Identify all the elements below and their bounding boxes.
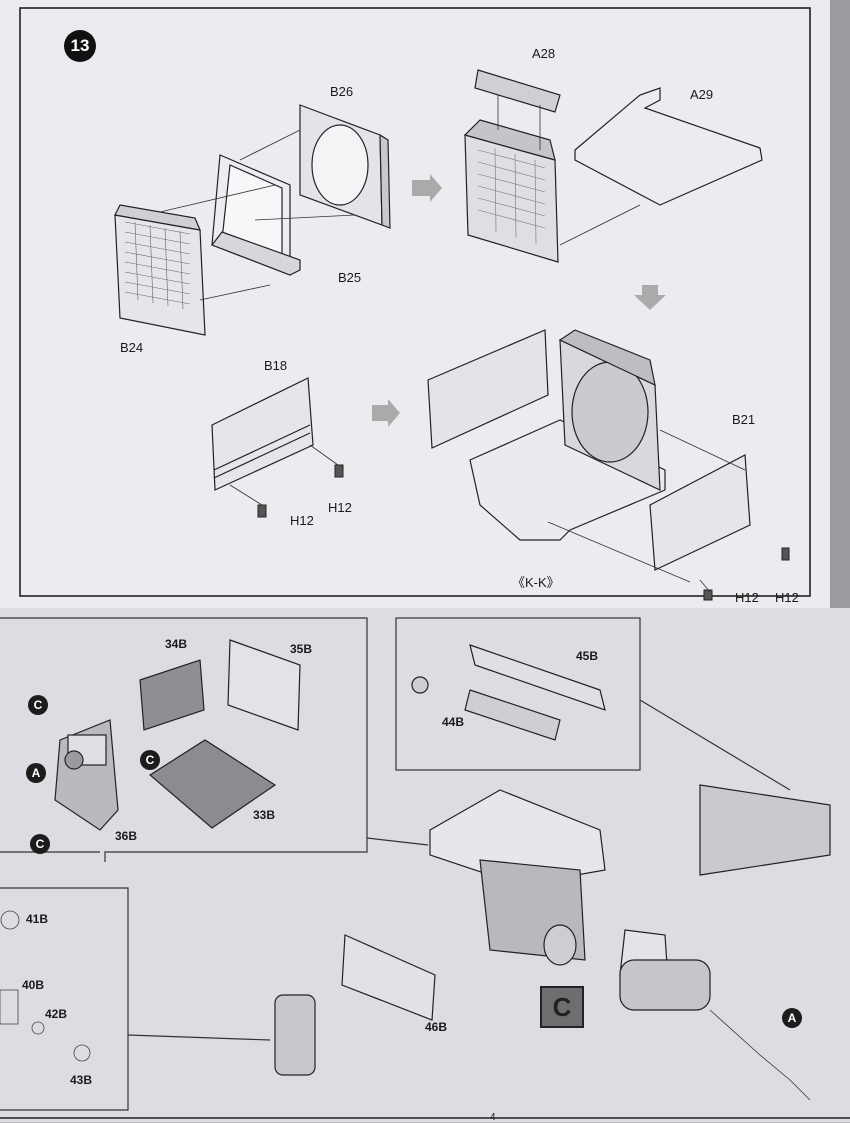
arrow-right-2 [372, 399, 400, 427]
ref-a-badge: A [782, 1008, 802, 1028]
part-b21 [649, 454, 751, 571]
label-b21: B21 [732, 412, 756, 427]
label-40b: 40B [22, 978, 45, 992]
assembly-lines-4 [547, 429, 746, 593]
part-35b [227, 639, 301, 731]
ref-c-badge: C [30, 834, 50, 854]
part-45b [469, 644, 606, 711]
step-number-badge: 13 [64, 30, 96, 62]
label-35b: 35B [290, 642, 313, 656]
label-41b: 41B [26, 912, 49, 926]
arrow-down-1 [634, 285, 666, 310]
label-h12-b: H12 [290, 513, 314, 528]
label-h12-a: H12 [328, 500, 352, 515]
part-44b [411, 676, 561, 741]
label-h12-c: H12 [735, 590, 759, 605]
arrow-right-1 [412, 174, 442, 202]
ref-a-badge: A [26, 763, 46, 783]
label-44b: 44B [442, 715, 465, 729]
label-a29: A29 [690, 87, 714, 102]
label-b26: B26 [330, 84, 354, 99]
radiator-assembly [463, 119, 559, 263]
part-b18 [211, 377, 314, 491]
label-h12-d: H12 [775, 590, 799, 605]
part-36b [54, 719, 119, 831]
label-b25: B25 [338, 270, 362, 285]
part-a28 [474, 69, 561, 113]
ref-c-badge: C [28, 695, 48, 715]
part-b24 [114, 204, 206, 336]
part-34b [139, 659, 205, 731]
label-42b: 42B [45, 1007, 68, 1021]
part-b26 [299, 104, 391, 229]
page-number: 4 [490, 1112, 496, 1123]
label-45b: 45B [576, 649, 599, 663]
assembly-lines-2 [497, 95, 641, 246]
part-a29 [574, 87, 763, 206]
label-a28: A28 [532, 46, 556, 61]
assembly-box-label: C [540, 986, 584, 1028]
label-33b: 33B [253, 808, 276, 822]
label-section-kk: 《K-K》 [512, 575, 560, 590]
label-46b: 46B [425, 1020, 448, 1034]
bottom-left-parts [0, 910, 91, 1062]
label-36b: 36B [115, 829, 138, 843]
label-43b: 43B [70, 1073, 93, 1087]
page-edge [830, 0, 850, 608]
ref-c-badge: C [140, 750, 160, 770]
label-b18: B18 [264, 358, 288, 373]
step-frame [19, 7, 811, 597]
assembly-lines-3 [229, 444, 339, 506]
assembly-lines-1 [159, 129, 356, 301]
cable [709, 1009, 811, 1101]
label-b24: B24 [120, 340, 144, 355]
part-33b [148, 739, 277, 829]
body-assembly [427, 329, 666, 541]
label-34b: 34B [165, 637, 188, 651]
part-b25 [211, 154, 301, 276]
detail-frames [0, 617, 791, 1111]
main-assembly [274, 784, 831, 1076]
